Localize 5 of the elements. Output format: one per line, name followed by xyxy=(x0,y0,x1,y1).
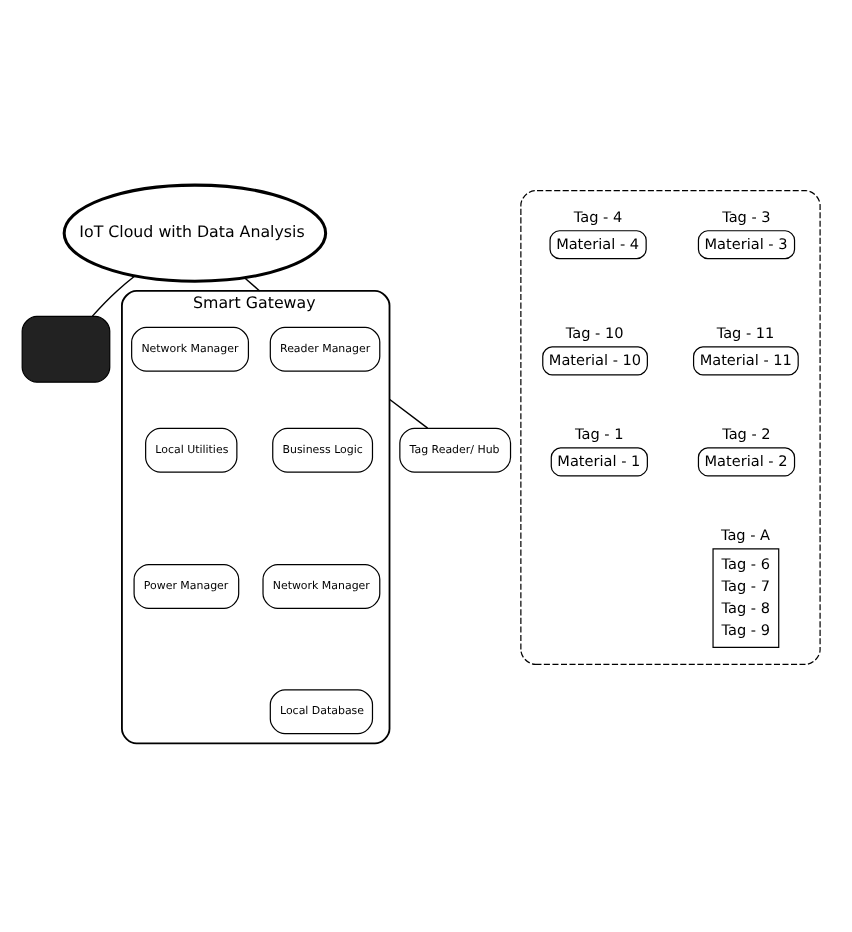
node-monitor xyxy=(21,314,111,382)
connector xyxy=(243,275,261,291)
connector xyxy=(388,397,429,428)
connector xyxy=(91,274,136,316)
cluster xyxy=(520,189,821,664)
